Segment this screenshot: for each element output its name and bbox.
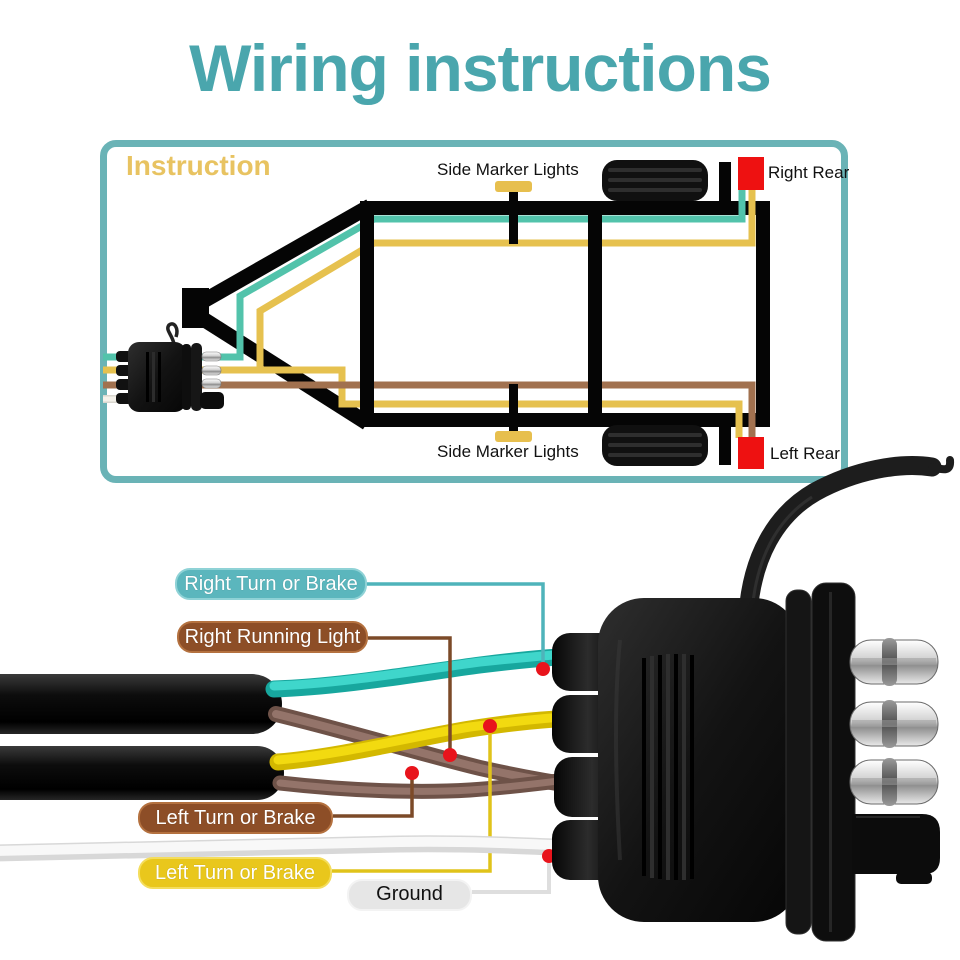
tire-bottom-icon (602, 425, 708, 466)
harness-graphics (0, 456, 955, 942)
left-rear-light-icon (738, 437, 764, 469)
wire-drops (735, 190, 756, 438)
connector-cable-icon (738, 456, 942, 624)
teal-wire (265, 647, 587, 698)
metal-pin-2 (849, 699, 939, 749)
pigtail-wire-icon (166, 322, 179, 345)
small-connector (116, 322, 224, 412)
metal-pin-3 (849, 757, 939, 807)
yellow-wire (269, 709, 587, 771)
instruction-heading: Instruction (126, 150, 271, 181)
callout-ground: Ground (347, 879, 472, 911)
side-markers (495, 181, 532, 442)
right-rear-label: Right Rear (768, 163, 850, 182)
callout-right-turn-or-brake: Right Turn or Brake (175, 568, 367, 600)
big-connector (552, 456, 955, 942)
connector-body (598, 598, 800, 922)
leader-ground (472, 858, 551, 894)
leader-left-turn-brown (333, 774, 414, 818)
side-marker-lights-top-label: Side Marker Lights (437, 160, 579, 179)
ground-tab (852, 814, 940, 874)
trunk-cable-top (0, 674, 282, 734)
hitch-coupler-icon (182, 288, 209, 328)
page-title: Wiring instructions (189, 31, 772, 105)
trailer-diagram (103, 157, 770, 469)
trunk-cable-bottom (0, 746, 284, 800)
dot-left-turn-brown (405, 766, 419, 780)
dot-right-turn (536, 662, 550, 676)
leader-right-running (368, 636, 452, 753)
left-rear-label: Left Rear (770, 444, 840, 463)
side-marker-light-top-icon (495, 181, 532, 192)
dot-left-turn-yellow (483, 719, 497, 733)
trailer-frame (360, 201, 770, 427)
leader-left-turn-yellow (332, 727, 492, 873)
side-marker-light-bottom-icon (495, 431, 532, 442)
white-wire (0, 835, 583, 862)
right-rear-light-icon (738, 157, 764, 190)
callout-left-turn-or-brake-brown: Left Turn or Brake (138, 802, 333, 834)
body-ridges (642, 654, 694, 880)
dot-right-running (443, 748, 457, 762)
callout-right-running-light: Right Running Light (177, 621, 368, 653)
wheels (602, 160, 731, 466)
tire-top-icon (602, 160, 708, 201)
metal-pin-1 (849, 637, 939, 687)
side-marker-lights-bottom-label: Side Marker Lights (437, 442, 579, 461)
brown-wire-2 (272, 770, 590, 799)
leader-right-turn (367, 582, 545, 667)
callout-left-turn-or-brake-yellow: Left Turn or Brake (138, 857, 332, 889)
green-wire (103, 190, 746, 361)
